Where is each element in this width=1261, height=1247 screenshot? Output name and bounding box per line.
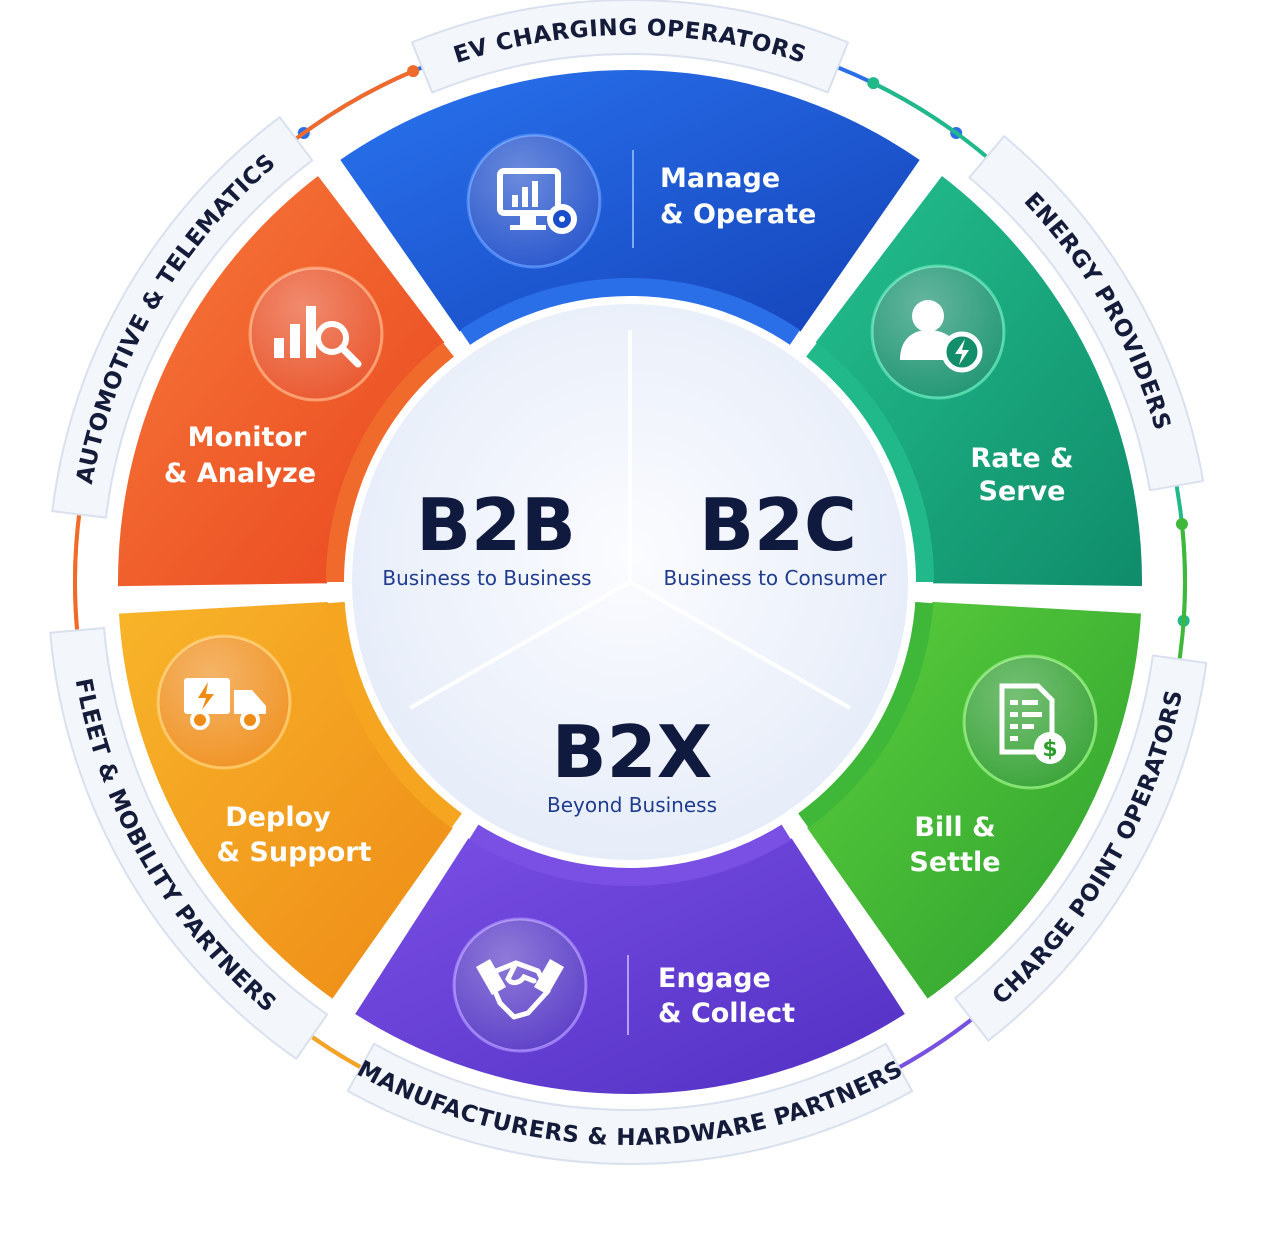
invoice-dollar-icon: $ [962, 654, 1098, 790]
inner-ring-deploy [326, 601, 464, 828]
chart-magnifier-icon [248, 266, 384, 402]
segment-badges: $ [156, 133, 1098, 1053]
segment-labels: Manage & Operate Rate & Serve Bill & Set… [164, 163, 1074, 1029]
partner-pills [49, 0, 1208, 1166]
partner-pill-ev [410, 0, 850, 94]
connector-auto-start [73, 493, 84, 652]
connector-cpo-start [1174, 521, 1188, 681]
b2c-title: B2C [699, 483, 857, 567]
deploy-label-line2: & Support [216, 837, 371, 868]
rate-label-line2: Serve [979, 476, 1066, 507]
user-lightning-icon [870, 264, 1006, 400]
b2x-title: B2X [552, 710, 713, 794]
manage-label-line2: & Operate [660, 199, 816, 230]
inner-ring-engage [468, 822, 792, 886]
monitor-label-line1: Monitor [188, 422, 307, 453]
partner-pill-fleet [49, 627, 329, 1060]
inner-ring-manage [460, 278, 800, 347]
partner-pill-auto [51, 116, 314, 519]
engage-label-line1: Engage [658, 963, 771, 994]
bill-label-line2: Settle [909, 847, 1000, 878]
partner-pill-cpo [954, 654, 1208, 1042]
b2b-title: B2B [416, 483, 576, 567]
bill-label-line1: Bill & [914, 812, 995, 843]
connector-dot-cpo-0 [1175, 517, 1188, 530]
monitor-label-line2: & Analyze [164, 458, 316, 489]
connector-dot-auto-1 [407, 65, 420, 78]
manage-label-line1: Manage [660, 163, 780, 194]
b2b-subtitle: Business to Business [382, 566, 591, 590]
inner-ring-bill [796, 601, 934, 828]
deploy-label-line1: Deploy [225, 802, 331, 833]
partner-pill-energy [968, 135, 1205, 492]
b2c-subtitle: Business to Consumer [664, 566, 888, 590]
handshake-icon [452, 917, 588, 1053]
monitor-gear-icon [466, 133, 602, 269]
partner-pill-mfr [346, 1042, 914, 1166]
b2x-subtitle: Beyond Business [547, 793, 717, 817]
rate-label-line1: Rate & [970, 443, 1073, 474]
core-circle: B2B Business to Business B2C Business to… [344, 296, 916, 868]
delivery-truck-icon [156, 634, 292, 770]
connector-dot-energy-0 [867, 77, 880, 90]
svg-text:$: $ [1042, 737, 1057, 762]
engage-label-line2: & Collect [658, 998, 795, 1029]
